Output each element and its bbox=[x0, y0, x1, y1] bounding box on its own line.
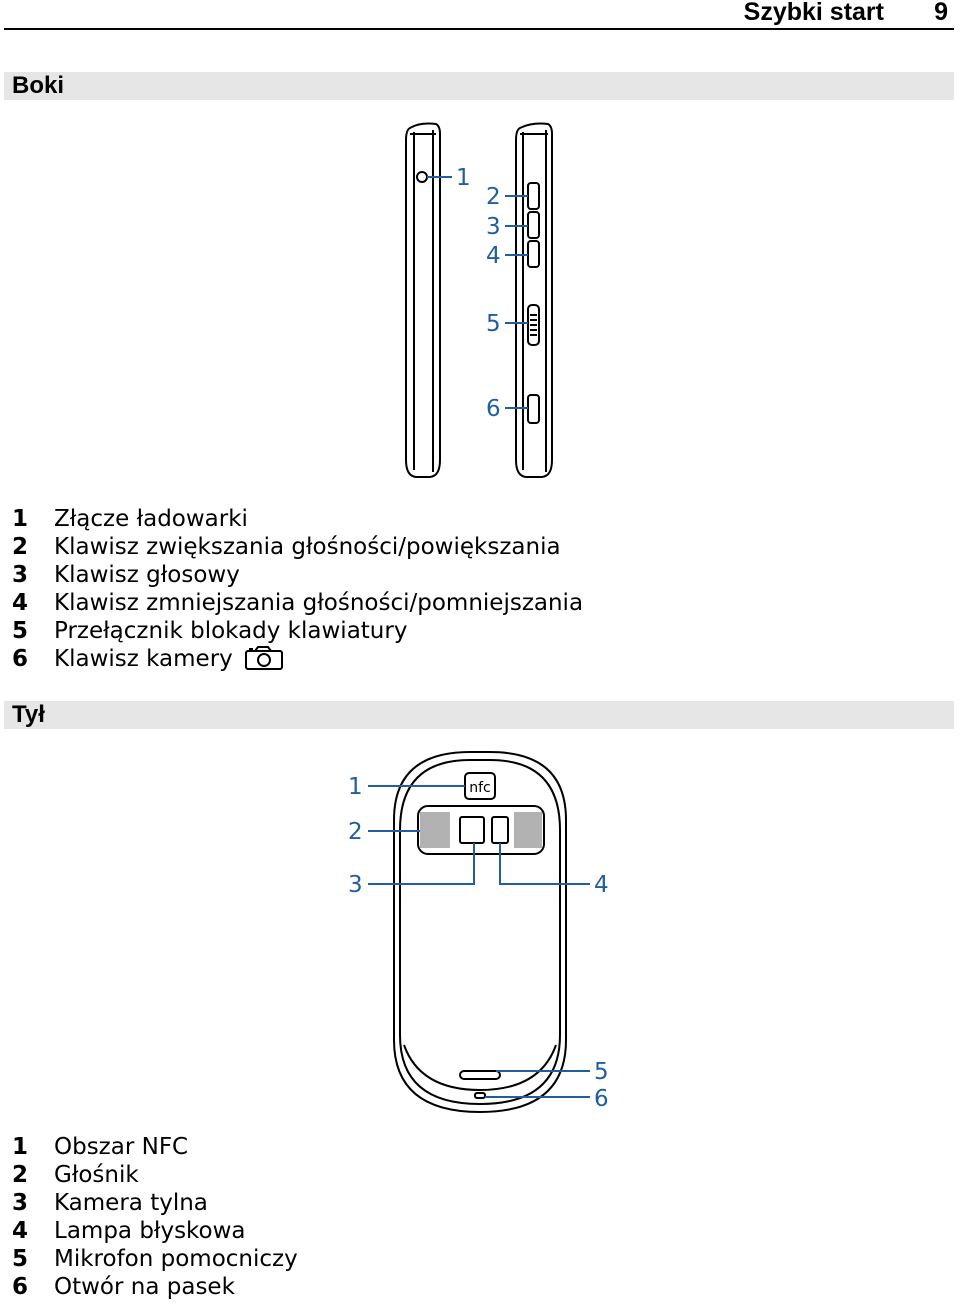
nfc-label: nfc bbox=[469, 780, 491, 796]
speaker-grille-left bbox=[420, 812, 450, 848]
header-title: Szybki start bbox=[743, 0, 884, 26]
camera-key-shape bbox=[527, 394, 540, 424]
section-heading-back: Tył bbox=[4, 701, 954, 729]
charger-connector-shape bbox=[416, 171, 428, 183]
speaker-grille-right bbox=[514, 812, 542, 848]
callout-2: 2 bbox=[348, 819, 363, 845]
phone-right-side bbox=[515, 122, 553, 478]
phone-left-side bbox=[405, 122, 441, 478]
callout-3: 3 bbox=[486, 214, 501, 240]
callout-1: 1 bbox=[456, 165, 471, 191]
callout-1: 1 bbox=[348, 774, 363, 800]
callout-2: 2 bbox=[486, 184, 501, 210]
callout-3: 3 bbox=[348, 872, 363, 898]
volume-up-key-shape bbox=[527, 182, 540, 210]
rear-camera-lens-shape bbox=[459, 816, 485, 844]
callout-5: 5 bbox=[594, 1059, 609, 1085]
camera-icon bbox=[245, 646, 284, 670]
volume-down-key-shape bbox=[527, 240, 540, 268]
callout-4: 4 bbox=[594, 872, 609, 898]
callout-6: 6 bbox=[594, 1086, 609, 1112]
phone-back-illustration: nfc 1 2 3 4 5 6 bbox=[348, 751, 609, 1114]
strap-hole-shape bbox=[474, 1092, 486, 1099]
callout-4: 4 bbox=[486, 243, 501, 269]
section-heading-sides: Boki bbox=[4, 72, 954, 100]
page-header: Szybki start 9 bbox=[4, 0, 954, 30]
callout-6: 6 bbox=[486, 396, 501, 422]
voice-key-shape bbox=[527, 211, 540, 239]
secondary-mic-shape bbox=[459, 1070, 501, 1080]
phone-back-body bbox=[393, 751, 567, 1114]
page-number: 9 bbox=[934, 0, 948, 26]
phone-sides-illustration: 1 2 3 4 5 6 bbox=[405, 122, 553, 478]
flash-shape bbox=[491, 816, 509, 844]
lock-switch-shape bbox=[527, 304, 540, 346]
callout-5: 5 bbox=[486, 311, 501, 337]
